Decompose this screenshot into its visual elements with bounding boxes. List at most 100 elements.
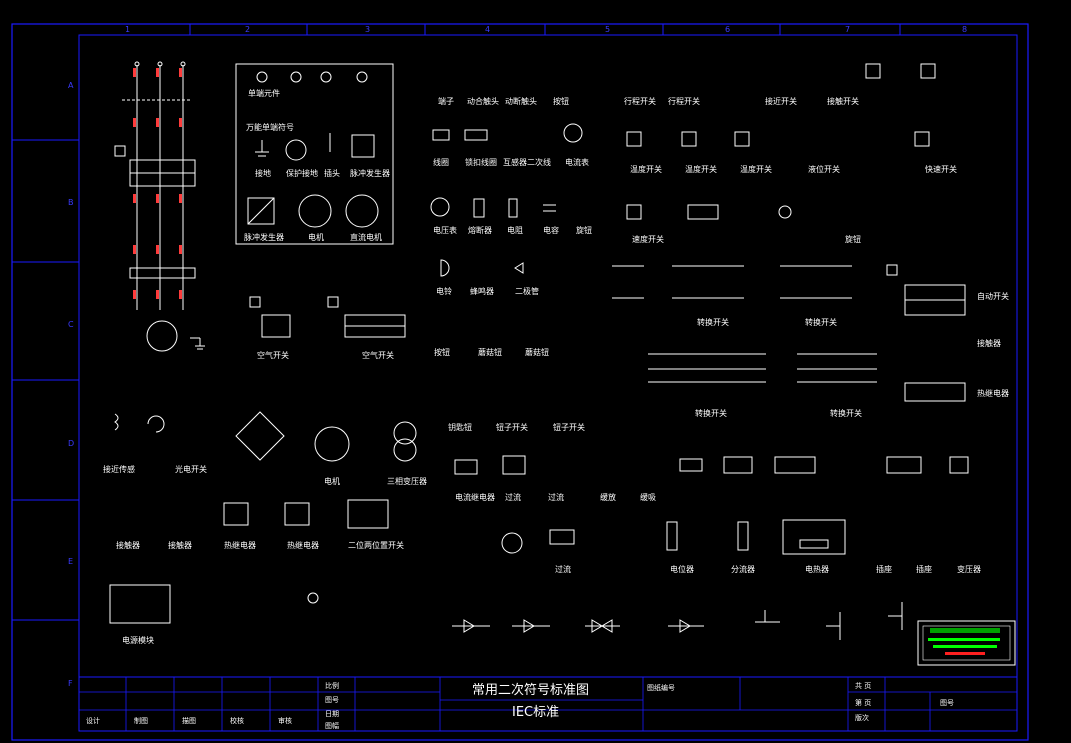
zone-8: 8: [962, 25, 967, 34]
symbol-labels: 端子 动合触头 动断触头 按钮 行程开关 行程开关 接近开关 接触开关 单端元件…: [103, 88, 1009, 645]
lbl-selector-a: 转换开关: [697, 317, 729, 327]
lbl-diode: 二极管: [515, 286, 539, 296]
lbl-single: 单端元件: [248, 88, 280, 98]
tb-mid-3: 图幅: [325, 721, 339, 730]
drawing-title: 常用二次符号标准图: [472, 682, 589, 698]
lbl-voltmeter: 电压表: [433, 225, 457, 235]
zone-d: D: [68, 439, 74, 448]
lbl-button: 按钮: [553, 96, 569, 106]
lbl-fuse: 熔断器: [468, 225, 492, 235]
lbl-universal: 万能单端符号: [246, 122, 294, 132]
lbl-slow-pick: 缓吸: [640, 492, 656, 502]
lbl-two-pos: 二位两位置开关: [348, 540, 404, 550]
zone-e: E: [68, 557, 73, 566]
lbl-3ph-tx: 三相变压器: [387, 476, 427, 486]
lbl-air-a: 空气开关: [257, 350, 289, 360]
tb-cell-1: 制图: [134, 716, 148, 725]
tb-cell-2: 描图: [182, 716, 196, 725]
lbl-ct: 互感器二次线: [503, 157, 551, 167]
lbl-knob: 旋钮: [576, 225, 592, 235]
lbl-thermal-c: 热继电器: [287, 540, 319, 550]
lbl-latch-coil: 锁扣线圈: [465, 157, 497, 167]
air-switches: [249, 296, 406, 338]
lbl-key-button: 钥匙钮: [448, 422, 472, 432]
zone-f: F: [68, 679, 73, 688]
lbl-btn-a: 按钮: [434, 347, 450, 357]
lbl-plug: 插头: [324, 168, 340, 178]
tb-cell-0: 设计: [86, 716, 100, 725]
lbl-resistor: 电阻: [507, 225, 523, 235]
lbl-heater: 电热器: [805, 564, 829, 574]
tb-mid-0: 比例: [325, 681, 339, 690]
lbl-overcurrent-b: 过流: [548, 492, 564, 502]
title-block: 常用二次符号标准图 IEC标准 设计 制图 描图 校核 审核 比例 图号 日期 …: [78, 676, 1018, 732]
lbl-btn-group-a: 钮子开关: [496, 422, 528, 432]
zone-5: 5: [605, 25, 610, 34]
lbl-contactor-c: 接触器: [168, 540, 192, 550]
outer-border: [11, 23, 1029, 741]
inner-border: [78, 34, 1018, 732]
lbl-dc-motor: 直流电机: [350, 232, 382, 242]
tb-mid-1: 图号: [325, 696, 339, 704]
tb-mid-2: 日期: [325, 710, 339, 718]
zone-2: 2: [245, 25, 250, 34]
lbl-transformer: 变压器: [957, 564, 981, 574]
lbl-rotary: 旋钮: [845, 234, 861, 244]
wire-markers: [133, 68, 182, 299]
lbl-socket-b: 插座: [916, 564, 932, 574]
lbl-contactor-b: 接触器: [116, 540, 140, 550]
lbl-mushroom-b: 蘑菇钮: [525, 347, 549, 357]
lbl-limit-a: 行程开关: [624, 96, 656, 106]
zone-3: 3: [365, 25, 370, 34]
lbl-btn-group-b: 钮子开关: [553, 422, 585, 432]
lbl-temp-c: 温度开关: [740, 164, 772, 174]
lbl-terminal: 端子: [438, 96, 454, 106]
lbl-pulse-b: 脉冲发生器: [244, 232, 284, 242]
lbl-bell: 电铃: [436, 286, 452, 296]
motor-circuit: [114, 61, 205, 352]
lbl-socket: 插座: [876, 564, 892, 574]
lbl-pground: 保护接地: [286, 168, 318, 178]
zone-1: 1: [125, 25, 130, 34]
middle-symbols: [430, 123, 846, 555]
lbl-inductor: 接近传感: [103, 464, 135, 474]
right-symbols: [612, 63, 969, 474]
lbl-temp-b: 温度开关: [685, 164, 717, 174]
tb-right-1: 第 页: [855, 698, 871, 707]
tb-right-0: 共 页: [855, 681, 871, 690]
lbl-thermal: 热继电器: [977, 388, 1009, 398]
lbl-speed-b: 速度开关: [632, 234, 664, 244]
lbl-mushroom: 蘑菇钮: [478, 347, 502, 357]
lbl-touch: 接触开关: [827, 96, 859, 106]
lbl-auto-switch: 自动开关: [977, 291, 1009, 301]
tb-cell-3: 校核: [230, 716, 244, 725]
lbl-undervoltage: 过流: [555, 564, 571, 574]
zone-c: C: [68, 320, 74, 329]
lbl-selector-b: 转换开关: [805, 317, 837, 327]
tb-cell-4: 审核: [278, 716, 292, 725]
lbl-overcurrent: 过流: [505, 492, 521, 502]
zone-6: 6: [725, 25, 730, 34]
lbl-limit-b: 行程开关: [668, 96, 700, 106]
zone-a: A: [68, 81, 74, 90]
lbl-capacitor: 电容: [543, 225, 559, 235]
tb-right-2: 版次: [855, 713, 869, 722]
lbl-ground: 接地: [255, 168, 271, 178]
lbl-speed: 快速开关: [925, 164, 957, 174]
lbl-coil: 线圈: [433, 157, 449, 167]
lbl-buzzer: 蜂鸣器: [470, 286, 494, 296]
legend-box: [917, 620, 1016, 666]
lower-left-symbols: [109, 411, 417, 624]
lbl-motor-b: 电机: [324, 476, 340, 486]
lbl-pulse: 脉冲发生器: [350, 168, 390, 178]
drawing-subtitle: IEC标准: [512, 705, 559, 720]
element-panel: [235, 63, 394, 245]
lbl-proximity: 接近开关: [765, 96, 797, 106]
lbl-shunt: 分流器: [731, 564, 755, 574]
lbl-photo: 光电开关: [175, 464, 207, 474]
lbl-contactor: 接触器: [977, 338, 1001, 348]
lbl-nc-break: 动断触头: [505, 96, 537, 106]
lbl-power-module: 电源模块: [122, 635, 154, 645]
lbl-selector-c: 转换开关: [695, 408, 727, 418]
